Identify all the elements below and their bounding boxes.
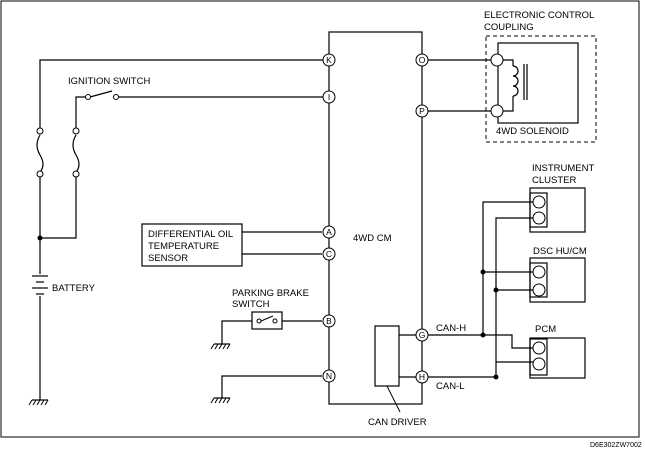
pin-p: P bbox=[415, 104, 429, 118]
junction-dot bbox=[480, 332, 486, 338]
fuse-terminal bbox=[72, 170, 80, 178]
instrument-cluster-terminal bbox=[532, 211, 546, 225]
sensor-label-line3: SENSOR bbox=[148, 253, 188, 264]
battery-label: BATTERY bbox=[52, 283, 96, 294]
pin-i: I bbox=[322, 90, 336, 104]
junction-dot bbox=[480, 269, 486, 275]
diagram-frame bbox=[0, 0, 640, 438]
can-bus-wiring bbox=[428, 201, 533, 378]
pin-h: H bbox=[415, 370, 429, 384]
fuse-terminal bbox=[36, 127, 44, 135]
pin-n: N bbox=[322, 369, 336, 383]
coupling-label-line2: COUPLING bbox=[484, 22, 534, 33]
sensor-label-line2: TEMPERATURE bbox=[148, 241, 219, 252]
switch-contact bbox=[113, 94, 119, 100]
switch-contact bbox=[256, 318, 262, 324]
coupling-dashed-box bbox=[485, 35, 597, 143]
sensor-label-line1: DIFFERENTIAL OIL bbox=[148, 229, 233, 240]
module-ground-wire bbox=[221, 375, 322, 398]
svg-text:C: C bbox=[326, 249, 332, 259]
pin-g: G bbox=[415, 328, 429, 342]
pin-o: O bbox=[415, 53, 429, 67]
dsc-terminal bbox=[532, 265, 546, 279]
ground-symbol bbox=[210, 343, 231, 350]
dsc-connector bbox=[529, 262, 548, 298]
battery-feed-wiring bbox=[36, 59, 323, 400]
parking-brake-switch bbox=[251, 311, 283, 330]
dsc-label: DSC HU/CM bbox=[533, 246, 587, 257]
can-driver-label: CAN DRIVER bbox=[368, 417, 427, 428]
svg-text:I: I bbox=[328, 92, 330, 102]
svg-text:A: A bbox=[326, 227, 332, 237]
solenoid-terminal bbox=[490, 104, 504, 118]
svg-text:P: P bbox=[419, 106, 425, 116]
solenoid-terminal bbox=[490, 53, 504, 67]
parking-brake-label-line2: SWITCH bbox=[232, 299, 270, 310]
switch-contact bbox=[272, 318, 278, 324]
svg-text:K: K bbox=[326, 55, 332, 65]
module-box bbox=[328, 31, 423, 405]
can-driver-box bbox=[374, 325, 400, 387]
instrument-cluster-label-line1: INSTRUMENT bbox=[532, 163, 594, 174]
pcm-terminal bbox=[532, 357, 546, 371]
junction-dot bbox=[493, 287, 499, 293]
svg-text:N: N bbox=[326, 371, 332, 381]
pin-c: C bbox=[322, 247, 336, 261]
pcm-label: PCM bbox=[535, 324, 556, 335]
coupling-label-line1: ELECTRONIC CONTROL bbox=[484, 10, 594, 21]
svg-text:O: O bbox=[419, 55, 426, 65]
instrument-cluster-connector bbox=[529, 192, 548, 228]
switch-contact bbox=[85, 94, 91, 100]
dsc-terminal bbox=[532, 283, 546, 297]
can-l-label: CAN-L bbox=[436, 381, 465, 392]
instrument-cluster-label-line2: CLUSTER bbox=[532, 175, 576, 186]
ignition-switch-label: IGNITION SWITCH bbox=[68, 76, 150, 87]
fuse-terminal bbox=[72, 127, 80, 135]
instrument-cluster-box bbox=[529, 187, 586, 233]
junction-dot bbox=[493, 374, 499, 380]
ground-symbol bbox=[210, 397, 231, 404]
parking-brake-ground-wire bbox=[221, 320, 252, 344]
can-driver-leader bbox=[386, 385, 401, 413]
solenoid-label: 4WD SOLENOID bbox=[496, 126, 569, 137]
sensor-box bbox=[141, 223, 243, 267]
solenoid-box bbox=[497, 42, 579, 124]
ignition-wiring bbox=[40, 90, 323, 239]
pin-k: K bbox=[322, 53, 336, 67]
pin-a: A bbox=[322, 225, 336, 239]
switch-lever bbox=[260, 315, 274, 322]
pin-b: B bbox=[322, 314, 336, 328]
svg-text:G: G bbox=[419, 330, 426, 340]
instrument-cluster-terminal bbox=[532, 195, 546, 209]
can-h-label: CAN-H bbox=[436, 323, 466, 334]
module-label: 4WD CM bbox=[353, 233, 392, 244]
parking-brake-label-line1: PARKING BRAKE bbox=[232, 288, 309, 299]
battery-symbol bbox=[32, 275, 48, 295]
pcm-terminal bbox=[532, 341, 546, 355]
solenoid-coil-icon bbox=[503, 59, 528, 112]
ground-symbol bbox=[28, 399, 49, 406]
svg-text:H: H bbox=[419, 372, 425, 382]
svg-text:B: B bbox=[326, 316, 332, 326]
pcm-connector bbox=[529, 338, 548, 376]
figure-code: D6E302ZW7002 bbox=[590, 442, 642, 449]
fuse-terminal bbox=[36, 170, 44, 178]
